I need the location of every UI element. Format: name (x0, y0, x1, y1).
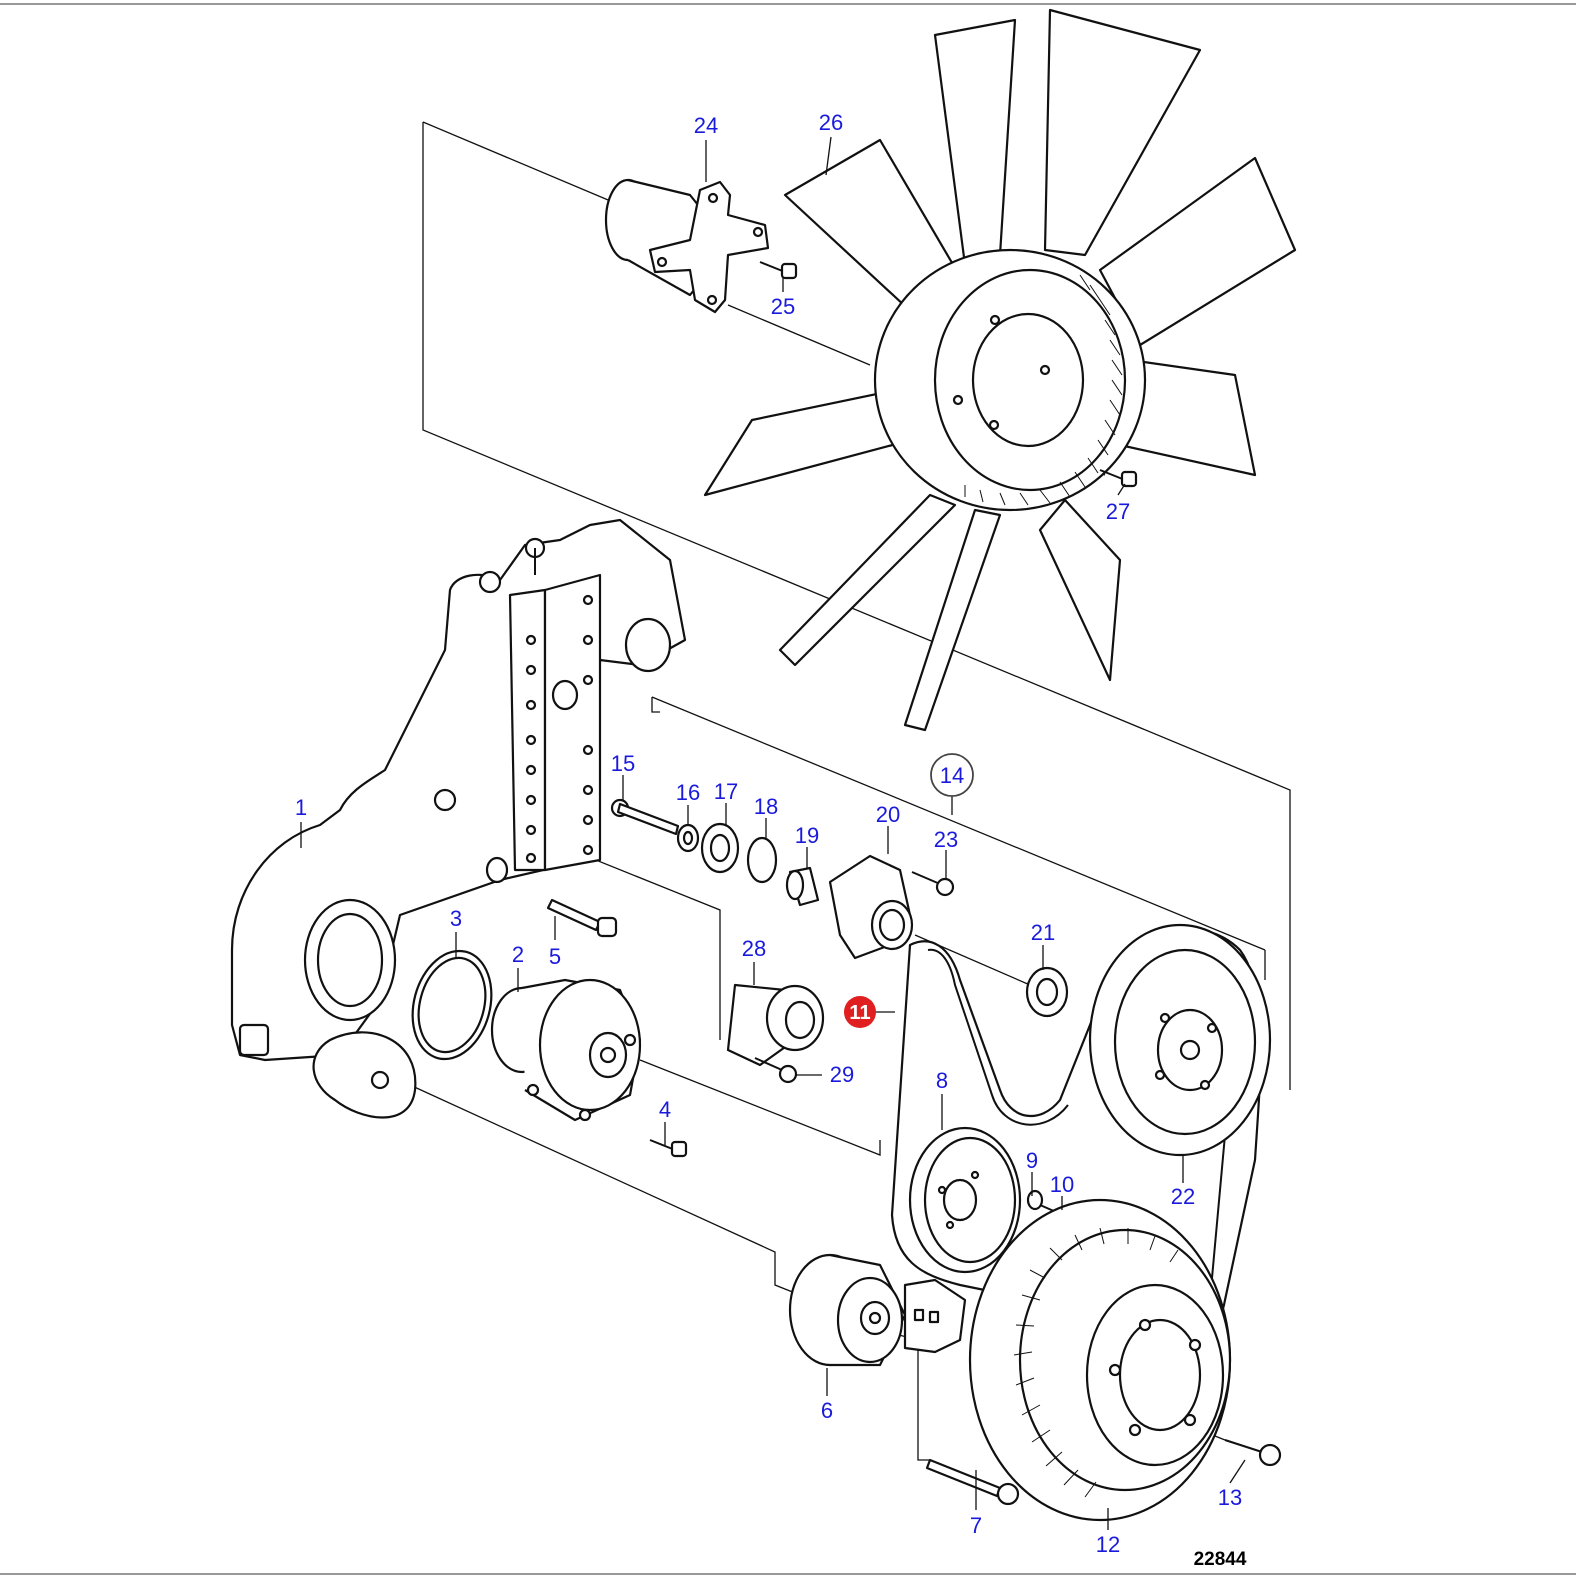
belt-tensioner-6 (788, 1253, 967, 1367)
idler-pulley-8 (908, 1126, 1022, 1274)
idler-bracket-20 (828, 854, 914, 960)
callout-labels: 1 2 3 4 5 6 7 8 9 10 11 12 13 14 15 16 1… (295, 110, 1242, 1557)
circlip-18 (746, 836, 778, 884)
bracket-holes (525, 594, 594, 864)
callout-25: 25 (771, 294, 795, 319)
callout-12: 12 (1096, 1532, 1120, 1557)
callout-24: 24 (694, 113, 718, 138)
callout-21: 21 (1031, 920, 1055, 945)
callout-29: 29 (830, 1062, 854, 1087)
callout-15: 15 (611, 751, 635, 776)
callout-leader-lines (300, 136, 1246, 1530)
callout-11-highlight (844, 996, 876, 1028)
callout-11: 11 (849, 1002, 870, 1024)
bearing-17 (700, 822, 740, 874)
tensioner-bolt-7 (925, 1458, 1020, 1506)
callout-17: 17 (714, 779, 738, 804)
callout-9: 9 (1026, 1148, 1038, 1173)
callout-23: 23 (934, 827, 958, 852)
bolt-29 (754, 1057, 798, 1084)
callout-6: 6 (821, 1398, 833, 1423)
callout-8: 8 (936, 1068, 948, 1093)
callout-3: 3 (450, 906, 462, 931)
callout-20: 20 (876, 802, 900, 827)
callout-10: 10 (1050, 1172, 1074, 1197)
callout-5: 5 (549, 944, 561, 969)
callout-13: 13 (1218, 1485, 1242, 1510)
idler-pulley-28 (726, 983, 825, 1067)
fan-bolt (1099, 469, 1138, 488)
washer-9 (1026, 1189, 1044, 1211)
callout-4: 4 (659, 1097, 671, 1122)
callout-27: 27 (1106, 499, 1130, 524)
o-ring (411, 949, 493, 1061)
hub-bolt (759, 261, 798, 280)
washer-16 (676, 823, 700, 853)
callout-26: 26 (819, 110, 843, 135)
callout-2: 2 (512, 942, 524, 967)
callout-1: 1 (295, 795, 307, 820)
cooling-fan (703, 8, 1297, 732)
callout-19: 19 (795, 823, 819, 848)
housing-bolt-5 (546, 898, 618, 938)
callout-18: 18 (754, 794, 778, 819)
vibration-damper-12 (968, 1198, 1232, 1522)
callout-22: 22 (1171, 1184, 1195, 1209)
callout-28: 28 (742, 936, 766, 961)
fan-hub-spacer (604, 178, 770, 314)
callout-7: 7 (970, 1513, 982, 1538)
idler-bolt-15 (610, 798, 680, 836)
crank-pulley-22 (1088, 923, 1272, 1157)
damper-bolt-13 (1224, 1439, 1282, 1467)
bolt-23 (911, 871, 955, 897)
callout-16: 16 (676, 780, 700, 805)
water-pump (490, 978, 642, 1122)
timing-cover-housing (230, 518, 687, 1119)
bearing-21 (1025, 966, 1069, 1018)
spacer-19 (785, 866, 820, 907)
diagram-reference-number: 22844 (1194, 1549, 1247, 1570)
callout-14-ring (930, 753, 974, 797)
pump-bolt-4 (649, 1139, 688, 1158)
callout-14: 14 (940, 763, 964, 788)
